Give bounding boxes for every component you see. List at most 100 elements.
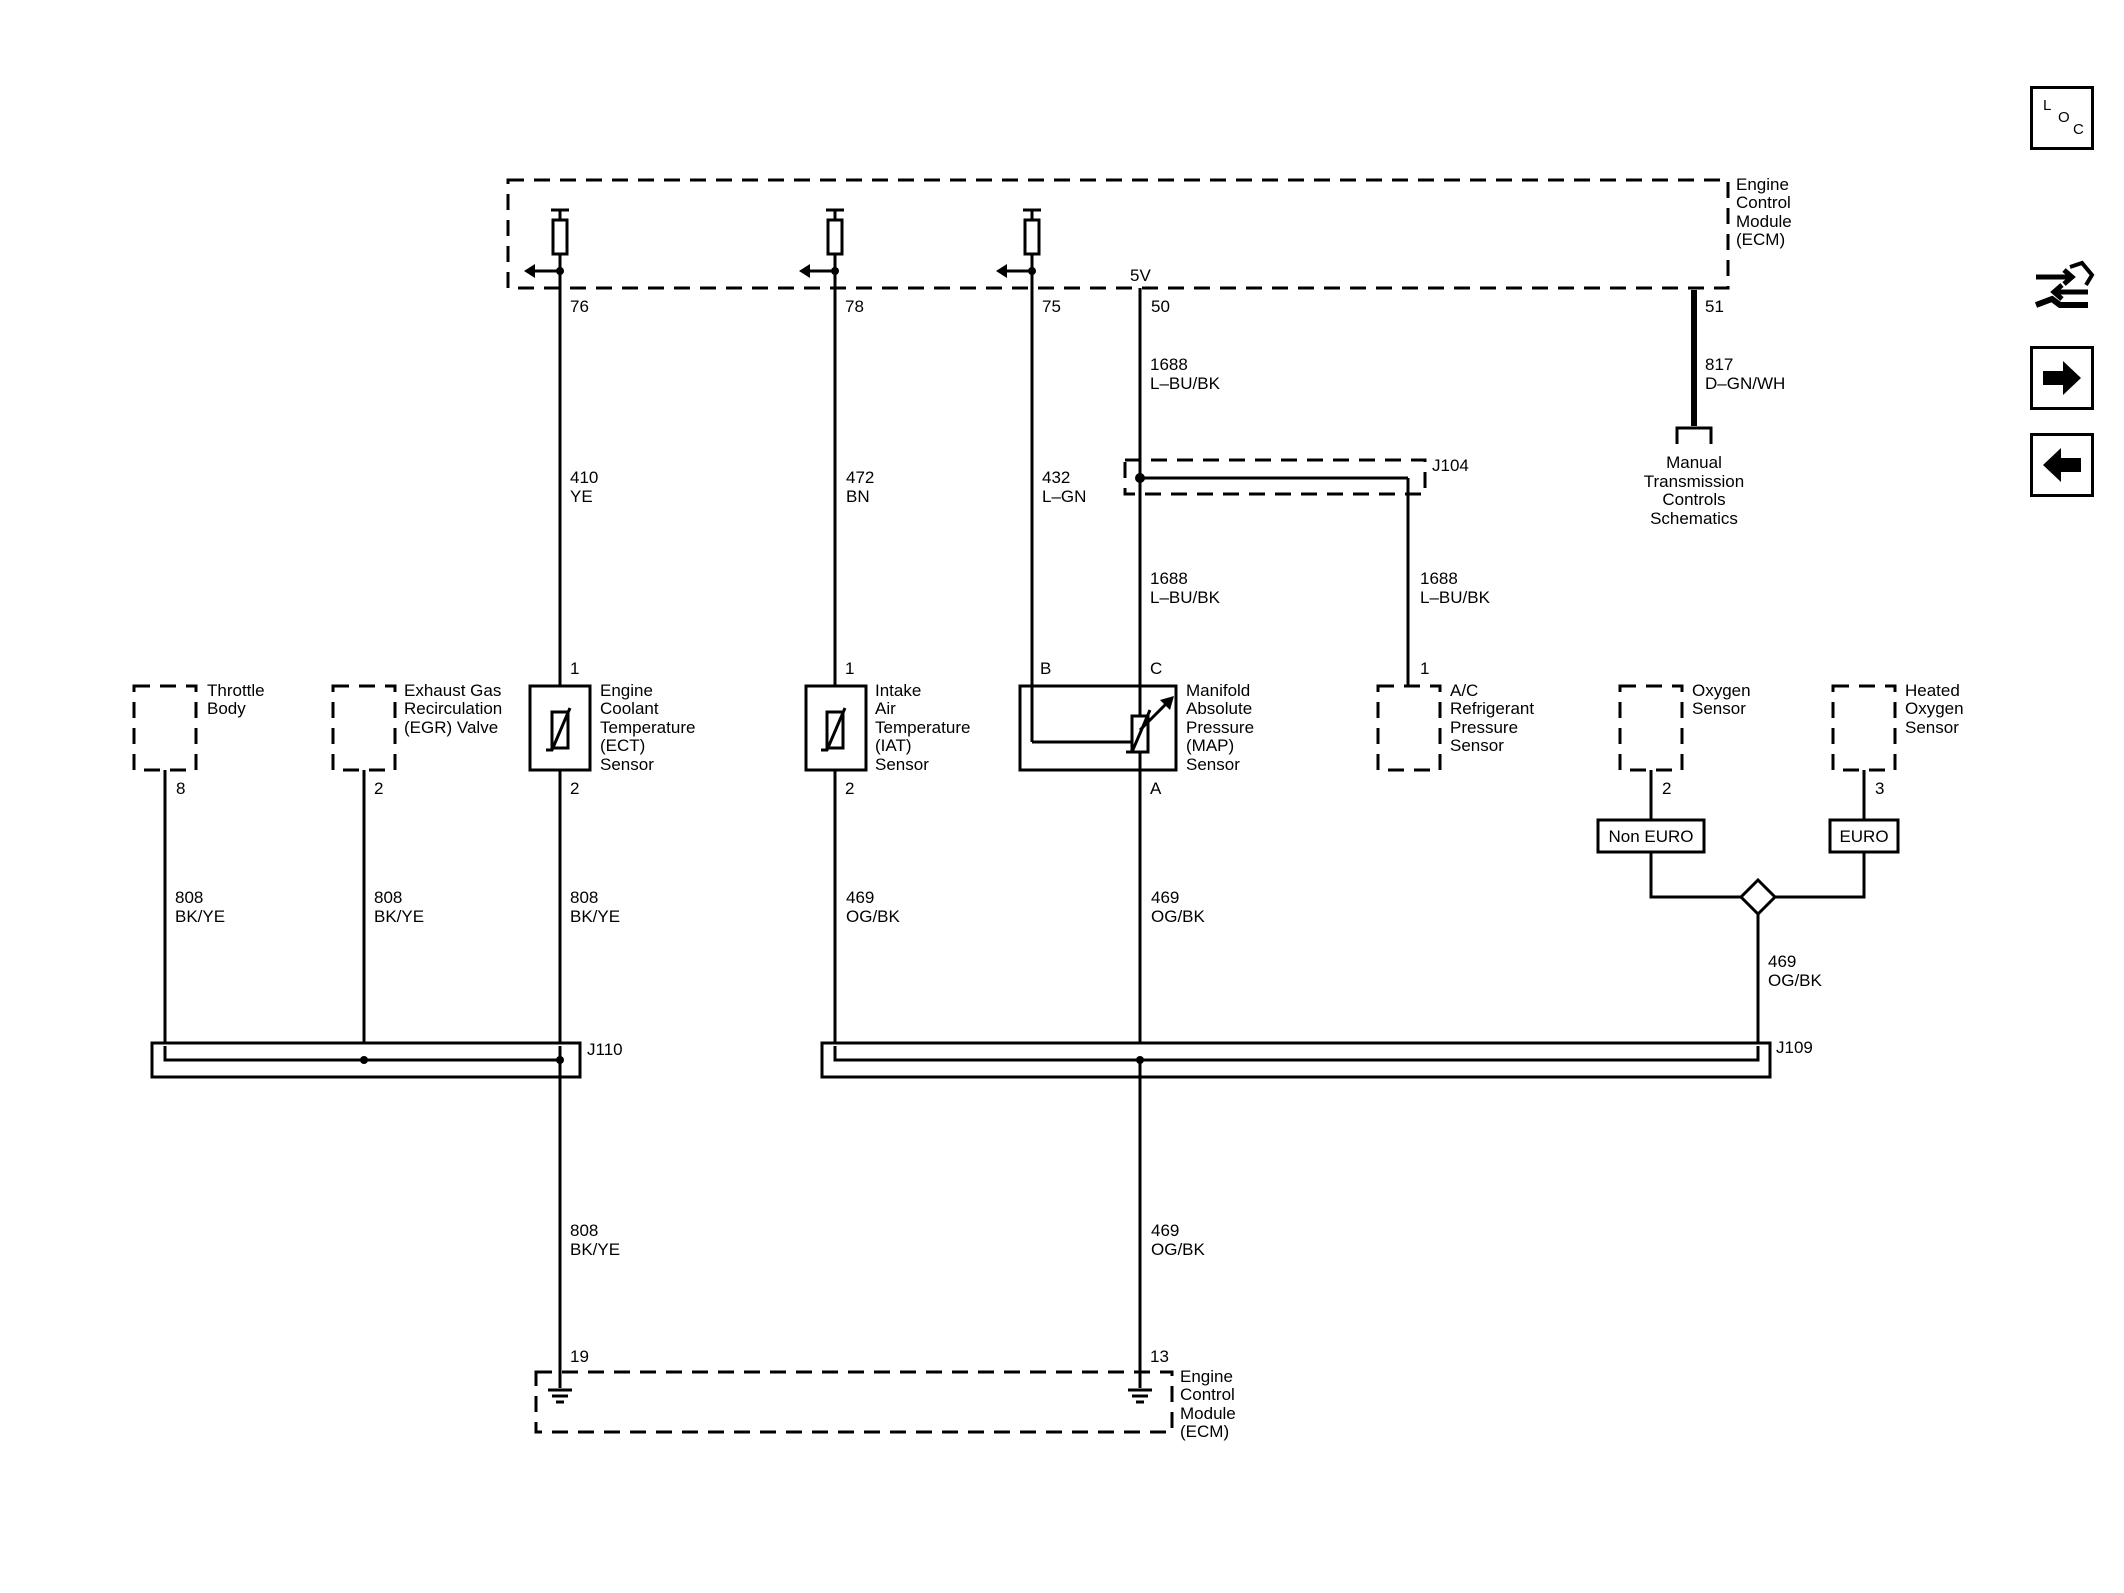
svg-text:Heated: Heated: [1905, 681, 1960, 700]
wire-label-1688-top: 1688 L–BU/BK: [1150, 355, 1221, 393]
mtc-connector: [1675, 426, 1713, 444]
svg-text:Oxygen: Oxygen: [1692, 681, 1751, 700]
svg-text:Refrigerant: Refrigerant: [1450, 699, 1534, 718]
mtc-label: Manual Transmission Controls Schematics: [1644, 453, 1744, 528]
ground-13-icon: [1128, 1388, 1152, 1404]
j109-label: J109: [1776, 1038, 1813, 1057]
non-euro-option-label: Non EURO: [1608, 827, 1693, 846]
svg-text:OG/BK: OG/BK: [1768, 971, 1823, 990]
next-arrow-icon: [2043, 361, 2081, 395]
throttle-body-box: [132, 684, 198, 772]
svg-text:Coolant: Coolant: [600, 699, 659, 718]
svg-text:Intake: Intake: [875, 681, 921, 700]
euro-option-box: [1828, 818, 1900, 854]
svg-text:L–GN: L–GN: [1042, 487, 1086, 506]
svg-text:Engine: Engine: [600, 681, 653, 700]
svg-text:(ECM): (ECM): [1736, 230, 1785, 249]
svg-text:OG/BK: OG/BK: [1151, 1240, 1206, 1259]
svg-text:1688: 1688: [1420, 569, 1458, 588]
heated-oxygen-pin: 3: [1875, 779, 1884, 798]
wire-label-1688-mid: 1688 L–BU/BK: [1150, 569, 1221, 607]
wire-ho2-to-diamond: [1774, 852, 1866, 899]
map-sensor-internal: [1030, 686, 1174, 770]
svg-text:L–BU/BK: L–BU/BK: [1420, 588, 1491, 607]
wire-label-469-bottom: 469 OG/BK: [1151, 1221, 1206, 1259]
oxygen-sensor-label: Oxygen Sensor: [1692, 681, 1751, 718]
j104-splice-pack: [1123, 458, 1427, 496]
j104-splice-point: [1135, 473, 1145, 483]
egr-pin: 2: [374, 779, 383, 798]
svg-text:Air: Air: [875, 699, 896, 718]
ect-thermistor-icon: [546, 707, 572, 752]
map-pin-a: A: [1150, 779, 1162, 798]
svg-text:BK/YE: BK/YE: [570, 1240, 620, 1259]
svg-text:Temperature: Temperature: [875, 718, 970, 737]
wire-label-432: 432 L–GN: [1042, 468, 1086, 506]
svg-text:Manifold: Manifold: [1186, 681, 1250, 700]
ecm-pin-78: 78: [845, 297, 864, 316]
iat-sensor-label: Intake Air Temperature (IAT) Sensor: [875, 681, 970, 774]
svg-text:(MAP): (MAP): [1186, 736, 1234, 755]
loc-l: L: [2043, 97, 2052, 114]
svg-text:Control: Control: [1180, 1385, 1235, 1404]
svg-text:Controls: Controls: [1662, 490, 1725, 509]
euro-option-label: EURO: [1839, 827, 1888, 846]
svg-text:Pressure: Pressure: [1450, 718, 1518, 737]
wire-o2-to-diamond: [1649, 852, 1742, 899]
ecm-bottom-label: Engine Control Module (ECM): [1180, 1367, 1236, 1441]
svg-text:Engine: Engine: [1736, 175, 1789, 194]
map-sensor-label: Manifold Absolute Pressure (MAP) Sensor: [1186, 681, 1254, 774]
svg-text:(EGR) Valve: (EGR) Valve: [404, 718, 498, 737]
ecm-pullup-75: [996, 208, 1041, 278]
svg-text:472: 472: [846, 468, 874, 487]
ecm-bottom-box: [534, 1370, 1174, 1434]
connector-tool-icon[interactable]: [2030, 255, 2096, 321]
svg-text:469: 469: [1151, 1221, 1179, 1240]
ecm-pin-76: 76: [570, 297, 589, 316]
j110-splice-pack: [150, 1041, 582, 1079]
svg-text:Sensor: Sensor: [875, 755, 929, 774]
next-page-button[interactable]: [2030, 346, 2094, 410]
svg-text:OG/BK: OG/BK: [846, 907, 901, 926]
svg-text:817: 817: [1705, 355, 1733, 374]
svg-text:Control: Control: [1736, 193, 1791, 212]
ac-pressure-sensor-box: [1376, 684, 1442, 772]
j109-splice-pack: [820, 1041, 1772, 1079]
ecm-top-label: Engine Control Module (ECM): [1736, 175, 1792, 249]
svg-text:Sensor: Sensor: [600, 755, 654, 774]
svg-text:OG/BK: OG/BK: [1151, 907, 1206, 926]
svg-text:Oxygen: Oxygen: [1905, 699, 1964, 718]
svg-text:BN: BN: [846, 487, 870, 506]
wire-label-469-oxygen: 469 OG/BK: [1768, 952, 1823, 990]
j104-label: J104: [1432, 456, 1469, 475]
svg-text:1688: 1688: [1150, 355, 1188, 374]
prev-page-button[interactable]: [2030, 433, 2094, 497]
wire-label-1688-ac: 1688 L–BU/BK: [1420, 569, 1491, 607]
ecm-pin-19: 19: [570, 1347, 589, 1366]
svg-text:808: 808: [374, 888, 402, 907]
svg-text:L–BU/BK: L–BU/BK: [1150, 374, 1221, 393]
ground-19-icon: [548, 1388, 572, 1404]
ecm-pin-50: 50: [1151, 297, 1170, 316]
wire-label-808-bottom: 808 BK/YE: [570, 1221, 620, 1259]
heated-oxygen-sensor-label: Heated Oxygen Sensor: [1905, 681, 1964, 737]
ect-pin-2: 2: [570, 779, 579, 798]
wire-label-469-iat: 469 OG/BK: [846, 888, 901, 926]
wire-label-808-throttle: 808 BK/YE: [175, 888, 225, 926]
svg-text:Recirculation: Recirculation: [404, 699, 502, 718]
ect-pin-1: 1: [570, 659, 579, 678]
svg-text:(IAT): (IAT): [875, 736, 912, 755]
svg-text:(ECM): (ECM): [1180, 1422, 1229, 1441]
svg-text:BK/YE: BK/YE: [374, 907, 424, 926]
egr-valve-box: [331, 684, 397, 772]
svg-text:Engine: Engine: [1180, 1367, 1233, 1386]
svg-text:Sensor: Sensor: [1692, 699, 1746, 718]
map-pin-c: C: [1150, 659, 1162, 678]
wire-label-808-ect: 808 BK/YE: [570, 888, 620, 926]
svg-text:Manual: Manual: [1666, 453, 1722, 472]
location-button[interactable]: L O C: [2030, 86, 2094, 150]
j110-label: J110: [587, 1040, 623, 1059]
ecm-pullup-78: [799, 208, 844, 278]
iat-thermistor-icon: [821, 707, 847, 752]
